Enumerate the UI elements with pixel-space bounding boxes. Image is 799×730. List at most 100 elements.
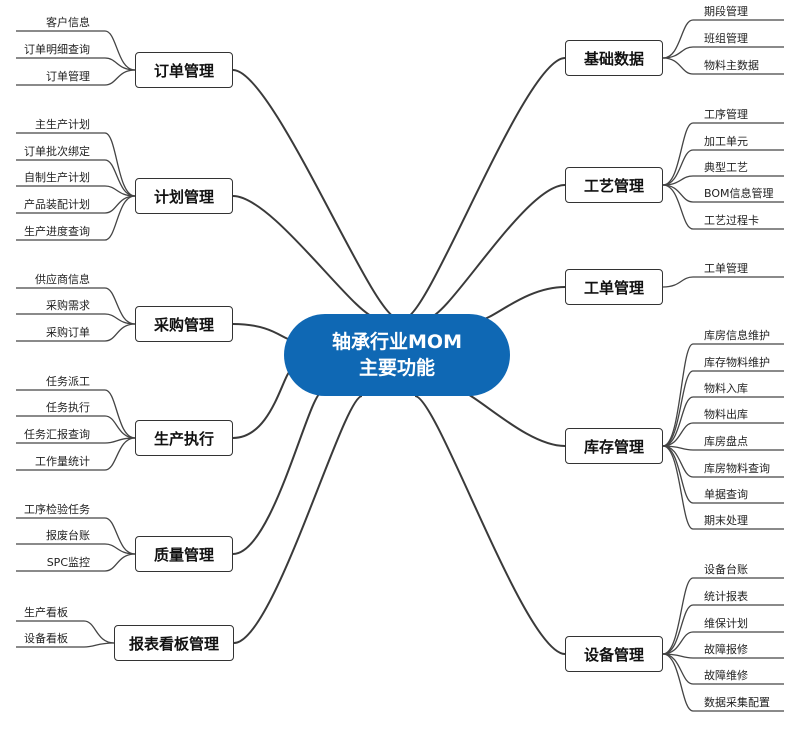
leaf-connector — [662, 370, 784, 447]
branch-right-5[interactable]: 设备管理 — [565, 636, 663, 672]
leaf-connector — [16, 323, 136, 342]
leaf-item[interactable]: 期段管理 — [704, 5, 748, 18]
leaf-item[interactable]: 工单管理 — [704, 262, 748, 275]
branch-right-4-connector — [456, 389, 566, 447]
leaf-connector — [16, 195, 136, 241]
leaf-item[interactable]: BOM信息管理 — [704, 187, 774, 200]
leaf-item[interactable]: 库房物料查询 — [704, 462, 770, 475]
leaf-connector — [662, 445, 784, 451]
leaf-connector — [16, 57, 136, 71]
leaf-item[interactable]: 客户信息 — [46, 16, 90, 29]
leaf-item[interactable]: 任务执行 — [46, 401, 90, 414]
leaf-item[interactable]: 加工单元 — [704, 135, 748, 148]
branch-left-3[interactable]: 采购管理 — [135, 306, 233, 342]
leaf-connector — [662, 184, 784, 230]
leaf-item[interactable]: 任务派工 — [46, 375, 90, 388]
leaf-item[interactable]: 物料入库 — [704, 382, 748, 395]
leaf-item[interactable]: 故障维修 — [704, 669, 748, 682]
leaf-item[interactable]: 工作量统计 — [35, 455, 90, 468]
leaf-item[interactable]: 库房信息维护 — [704, 329, 770, 342]
leaf-connector — [662, 149, 784, 186]
leaf-item[interactable]: 自制生产计划 — [24, 171, 90, 184]
leaf-item[interactable]: 主生产计划 — [35, 118, 90, 131]
leaf-item[interactable]: 订单明细查询 — [24, 43, 90, 56]
branch-left-2-connector — [232, 195, 378, 319]
branch-left-1[interactable]: 订单管理 — [135, 52, 233, 88]
leaf-item[interactable]: 产品装配计划 — [24, 198, 90, 211]
branch-right-3[interactable]: 工单管理 — [565, 269, 663, 305]
leaf-connector — [662, 604, 784, 655]
leaf-connector — [16, 313, 136, 325]
central-topic[interactable]: 轴承行业MOM 主要功能 — [284, 314, 510, 396]
leaf-connector — [662, 631, 784, 655]
leaf-item[interactable]: 订单管理 — [46, 70, 90, 83]
branch-right-1[interactable]: 基础数据 — [565, 40, 663, 76]
leaf-item[interactable]: 设备看板 — [24, 632, 68, 645]
leaf-connector — [16, 69, 136, 86]
leaf-connector — [662, 276, 784, 288]
leaf-item[interactable]: SPC监控 — [46, 556, 90, 569]
leaf-item[interactable]: 维保计划 — [704, 617, 748, 630]
leaf-connector — [16, 30, 136, 71]
leaf-item[interactable]: 采购需求 — [46, 299, 90, 312]
leaf-item[interactable]: 工艺过程卡 — [704, 214, 759, 227]
leaf-connector — [16, 620, 115, 644]
leaf-connector — [662, 577, 784, 655]
branch-right-2[interactable]: 工艺管理 — [565, 167, 663, 203]
leaf-item[interactable]: 库存物料维护 — [704, 356, 770, 369]
branch-left-4-connector — [232, 369, 293, 439]
branch-right-2-connector — [427, 184, 566, 319]
branch-left-6[interactable]: 报表看板管理 — [114, 625, 234, 661]
branch-right-3-connector — [479, 286, 566, 321]
leaf-connector — [662, 343, 784, 447]
leaf-connector — [662, 46, 784, 59]
leaf-item[interactable]: 报废台账 — [46, 529, 90, 542]
leaf-item[interactable]: 工序管理 — [704, 108, 748, 121]
branch-right-1-connector — [404, 57, 566, 319]
leaf-item[interactable]: 订单批次绑定 — [24, 145, 90, 158]
branch-left-5[interactable]: 质量管理 — [135, 536, 233, 572]
central-topic-subtitle: 主要功能 — [358, 357, 435, 379]
leaf-connector — [16, 132, 136, 197]
leaf-item[interactable]: 设备台账 — [704, 563, 748, 576]
leaf-item[interactable]: 采购订单 — [46, 326, 90, 339]
leaf-connector — [16, 517, 136, 555]
leaf-item[interactable]: 物料出库 — [704, 408, 748, 421]
leaf-connector — [16, 185, 136, 197]
leaf-item[interactable]: 生产进度查询 — [24, 225, 90, 238]
leaf-connector — [16, 437, 136, 471]
branch-right-4[interactable]: 库存管理 — [565, 428, 663, 464]
leaf-connector — [662, 422, 784, 447]
leaf-connector — [662, 175, 784, 186]
leaf-connector — [662, 57, 784, 75]
leaf-item[interactable]: 单据查询 — [704, 488, 748, 501]
leaf-item[interactable]: 期末处理 — [704, 514, 748, 527]
central-topic-title: 轴承行业MOM — [332, 331, 462, 353]
leaf-item[interactable]: 典型工艺 — [704, 161, 748, 174]
branch-left-4[interactable]: 生产执行 — [135, 420, 233, 456]
leaf-item[interactable]: 统计报表 — [704, 590, 748, 603]
leaf-connector — [16, 437, 136, 444]
leaf-connector — [16, 159, 136, 197]
leaf-item[interactable]: 工序检验任务 — [24, 503, 90, 516]
branch-left-3-connector — [232, 323, 293, 341]
leaf-item[interactable]: 故障报修 — [704, 643, 748, 656]
leaf-connector — [662, 19, 784, 59]
branch-left-2[interactable]: 计划管理 — [135, 178, 233, 214]
leaf-item[interactable]: 生产看板 — [24, 606, 68, 619]
leaf-connector — [16, 389, 136, 439]
branch-left-1-connector — [232, 69, 398, 319]
leaf-item[interactable]: 班组管理 — [704, 32, 748, 45]
leaf-connector — [16, 415, 136, 439]
leaf-connector — [16, 642, 115, 648]
branch-left-5-connector — [232, 391, 323, 555]
leaf-connector — [662, 396, 784, 447]
leaf-item[interactable]: 库房盘点 — [704, 435, 748, 448]
leaf-connector — [662, 653, 784, 659]
leaf-item[interactable]: 物料主数据 — [704, 59, 759, 72]
branch-right-5-connector — [414, 395, 566, 655]
leaf-connector — [16, 287, 136, 325]
leaf-item[interactable]: 供应商信息 — [35, 273, 90, 286]
leaf-item[interactable]: 数据采集配置 — [704, 696, 770, 709]
leaf-item[interactable]: 任务汇报查询 — [24, 428, 90, 441]
